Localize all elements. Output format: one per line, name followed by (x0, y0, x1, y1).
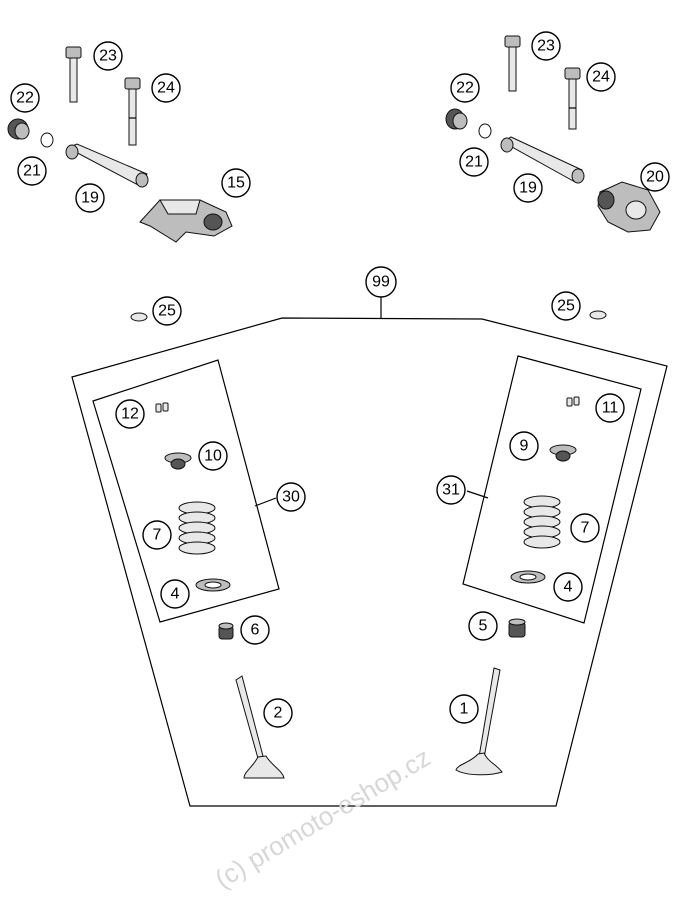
plug-22-right (445, 108, 468, 130)
svg-text:21: 21 (465, 154, 483, 171)
callout-24-left: 24 (151, 73, 181, 103)
valve-spring-7-left (178, 501, 216, 555)
shim-25-right (589, 310, 607, 320)
rocker-shaft-19-right (500, 136, 585, 184)
valve-assembly-frame (71, 297, 668, 807)
bolt-24-right (564, 67, 581, 130)
svg-text:23: 23 (99, 48, 117, 65)
svg-text:24: 24 (592, 69, 610, 86)
callout-6: 6 (240, 615, 270, 645)
svg-text:10: 10 (204, 448, 222, 465)
callout-1: 1 (449, 694, 479, 724)
callout-30: 30 (276, 482, 306, 512)
rocker-arm-20 (597, 181, 661, 233)
spring-retainer-10 (164, 452, 192, 470)
svg-text:7: 7 (581, 520, 590, 537)
watermark-text: (c) promoto-eshop.cz (210, 742, 436, 894)
callout-2: 2 (263, 698, 293, 728)
callout-25-right: 25 (551, 291, 581, 321)
callout-22-left: 22 (10, 83, 40, 113)
svg-text:19: 19 (519, 180, 537, 197)
svg-text:11: 11 (602, 400, 619, 417)
svg-text:25: 25 (557, 298, 575, 315)
bolt-23-left (65, 46, 82, 103)
valve-keepers-11 (566, 396, 580, 407)
callout-24-right: 24 (586, 62, 616, 92)
svg-text:20: 20 (646, 169, 664, 186)
svg-text:31: 31 (442, 482, 460, 499)
bolt-24-left (124, 77, 141, 146)
callout-10: 10 (198, 441, 228, 471)
callout-9: 9 (509, 431, 539, 461)
valve-2 (235, 675, 285, 779)
callout-20: 20 (640, 162, 670, 192)
o-ring-21-left (40, 132, 54, 148)
spring-retainer-9 (549, 444, 577, 462)
valve-spring-7-right (523, 495, 561, 549)
svg-text:12: 12 (121, 406, 139, 423)
svg-text:7: 7 (153, 527, 162, 544)
svg-text:2: 2 (274, 705, 283, 722)
svg-text:30: 30 (282, 489, 300, 506)
svg-text:15: 15 (227, 175, 245, 192)
svg-text:1: 1 (460, 701, 469, 718)
shim-25-left (130, 312, 148, 322)
callout-23-left: 23 (93, 41, 123, 71)
callout-15: 15 (221, 168, 251, 198)
callout-7-right: 7 (570, 513, 600, 543)
svg-text:22: 22 (16, 90, 34, 107)
valve-stem-seal-5 (508, 618, 526, 638)
callout-4-right: 4 (553, 572, 583, 602)
svg-text:5: 5 (479, 618, 488, 635)
callout-23-right: 23 (531, 31, 561, 61)
svg-text:99: 99 (372, 274, 390, 291)
callout-19-left: 19 (75, 183, 105, 213)
callout-11: 11 (595, 393, 625, 423)
rocker-arm-15 (139, 199, 233, 243)
right-spring-kit-frame (462, 355, 642, 624)
callout-99: 99 (365, 266, 397, 298)
callout-19-right: 19 (513, 173, 543, 203)
callout-21-left: 21 (17, 156, 47, 186)
callout-12: 12 (115, 399, 145, 429)
callout-5: 5 (468, 611, 498, 641)
svg-text:22: 22 (456, 80, 474, 97)
svg-text:21: 21 (23, 163, 41, 180)
rocker-shaft-19-left (65, 143, 149, 188)
callout-21-right: 21 (459, 147, 489, 177)
svg-text:4: 4 (171, 586, 180, 603)
svg-text:6: 6 (251, 622, 260, 639)
callout-7-left: 7 (142, 520, 172, 550)
svg-text:19: 19 (81, 190, 99, 207)
valve-stem-seal-6 (218, 622, 234, 640)
left-spring-kit-frame (92, 359, 280, 623)
callout-31: 31 (436, 475, 466, 505)
spring-seat-4-left (195, 578, 231, 592)
callout-25-left: 25 (152, 296, 182, 326)
callout-4-left: 4 (160, 579, 190, 609)
svg-text:25: 25 (158, 303, 176, 320)
spring-seat-4-right (510, 570, 546, 584)
o-ring-21-right (478, 123, 492, 139)
callout-22-right: 22 (450, 73, 480, 103)
svg-text:24: 24 (157, 80, 175, 97)
valve-1 (455, 667, 503, 776)
plug-22-left (7, 118, 30, 140)
bolt-23-right (504, 35, 521, 92)
svg-text:9: 9 (520, 438, 529, 455)
svg-text:4: 4 (564, 579, 573, 596)
svg-text:23: 23 (537, 38, 555, 55)
valve-keepers-12 (155, 402, 169, 413)
